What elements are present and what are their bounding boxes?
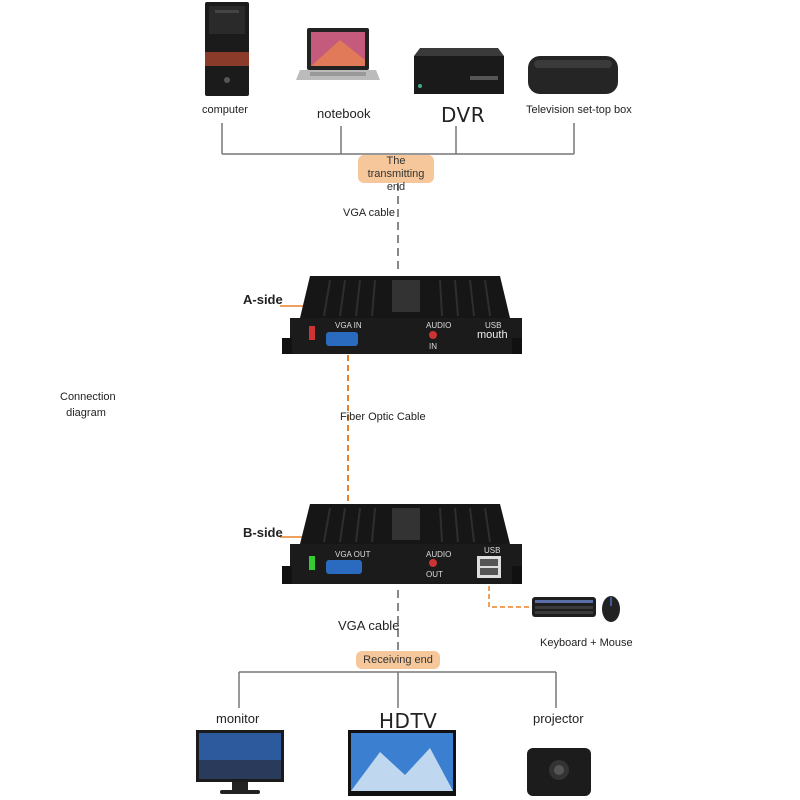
dvr-label: DVR <box>441 103 486 127</box>
monitor-label: monitor <box>216 711 260 726</box>
vga-cable-top-label: VGA cable <box>343 207 395 219</box>
vga-cable-bottom-label: VGA cable <box>338 618 400 633</box>
audio-out-direction: OUT <box>426 570 443 579</box>
audio-in-port-label: AUDIO <box>426 321 452 330</box>
computer-label: computer <box>202 104 248 116</box>
mouth-label: mouth <box>477 329 508 341</box>
usb-a-side-label: USB <box>485 321 502 330</box>
audio-out-port-label: AUDIO <box>426 550 452 559</box>
b-side-label: B-side <box>243 525 283 540</box>
usb-b-side-label: USB <box>484 546 501 555</box>
vga-out-port-label: VGA OUT <box>335 550 371 559</box>
notebook-label: notebook <box>317 106 371 121</box>
fiber-optic-cable-label: Fiber Optic Cable <box>340 411 426 423</box>
hdtv-label: HDTV <box>379 709 438 733</box>
audio-in-direction: IN <box>429 342 437 351</box>
keyboard-mouse-label: Keyboard + Mouse <box>540 637 633 649</box>
vga-in-port-label: VGA IN <box>335 321 362 330</box>
connection-diagram-label: Connection diagram <box>60 391 116 419</box>
set-top-box-label: Television set-top box <box>526 104 632 116</box>
projector-label: projector <box>533 711 584 726</box>
transmitting-end-badge: The transmitting end <box>358 155 434 193</box>
receiving-end-badge: Receiving end <box>356 651 440 669</box>
a-side-label: A-side <box>243 292 283 307</box>
